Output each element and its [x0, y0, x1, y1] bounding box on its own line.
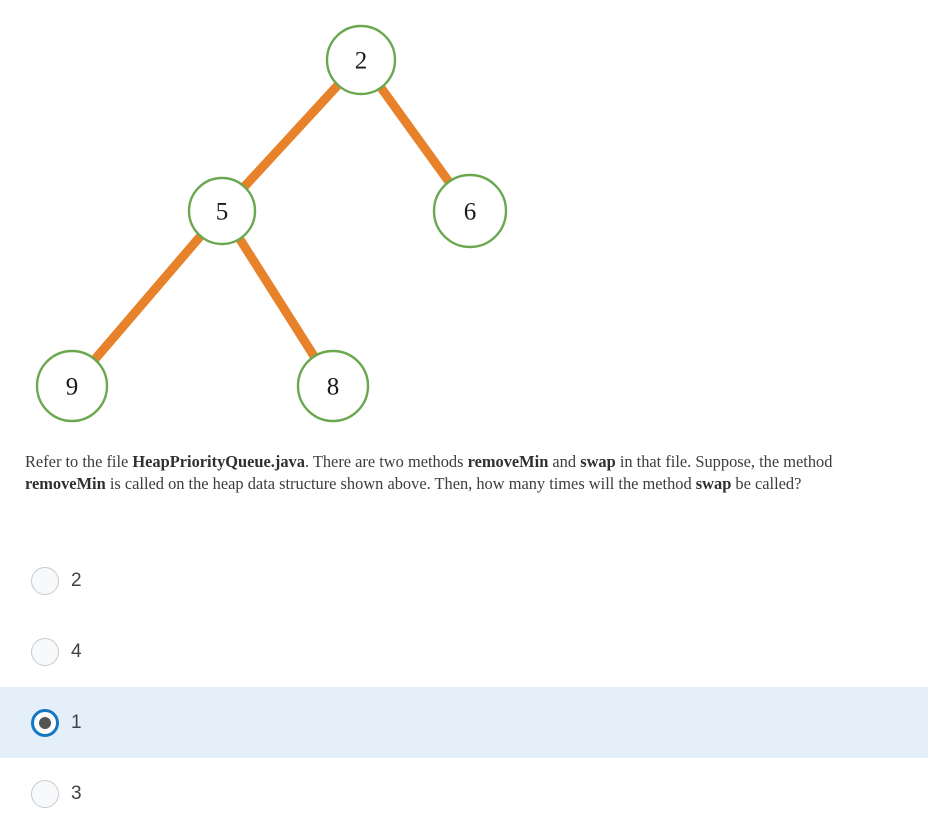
answer-option-label: 4 [71, 641, 82, 662]
answer-options-list: 2 4 1 3 [0, 545, 928, 829]
radio-selected-dot [39, 716, 51, 729]
answer-option-label: 2 [71, 570, 82, 591]
answer-option-1[interactable]: 1 [0, 687, 928, 758]
question-text-run: . There are two methods [304, 452, 468, 471]
answer-option-3[interactable]: 3 [0, 758, 928, 829]
radio-button-3[interactable] [31, 779, 59, 808]
radio-button-4[interactable] [31, 637, 59, 666]
question-emphasis: swap [695, 474, 732, 493]
tree-node-group: 2 5 6 9 8 [35, 24, 508, 423]
question-emphasis: removeMin [467, 452, 549, 471]
tree-node-label-left-left: 9 [66, 374, 79, 401]
tree-node-label-right: 6 [464, 199, 477, 226]
tree-node-circle-left-left [35, 349, 109, 423]
tree-node-left-left: 9 [35, 349, 109, 423]
tree-node-label-root: 2 [355, 48, 368, 75]
tree-edge-root-to-right [376, 84, 454, 186]
answer-option-label: 3 [71, 783, 82, 804]
question-emphasis: HeapPriorityQueue.java [132, 452, 305, 471]
heap-tree-diagram: 2 5 6 9 8 [0, 0, 560, 440]
tree-node-label-left: 5 [216, 199, 229, 226]
tree-node-root: 2 [325, 24, 397, 96]
tree-node-right: 6 [432, 173, 508, 249]
tree-node-circle-left-right [296, 349, 370, 423]
tree-edge-root-to-left [240, 81, 342, 191]
tree-node-label-left-right: 8 [327, 374, 340, 401]
tree-edge-left-to-left-right [235, 235, 319, 360]
question-text-run: is called on the heap data structure sho… [105, 474, 696, 493]
tree-edge-group [90, 81, 454, 364]
question-text-run: Refer to the file [25, 452, 133, 471]
tree-node-left: 5 [187, 176, 257, 246]
question-emphasis: removeMin [25, 474, 106, 493]
tree-node-circle-root [325, 24, 397, 96]
answer-option-label: 1 [71, 712, 82, 733]
tree-edge-left-to-left-left [90, 232, 205, 364]
answer-option-4[interactable]: 4 [0, 616, 928, 687]
question-text-run: and [548, 452, 581, 471]
question-text-run: in that file. Suppose, the method [615, 452, 833, 471]
question-text-run: be called? [731, 474, 802, 493]
tree-node-left-right: 8 [296, 349, 370, 423]
radio-button-2[interactable] [31, 566, 59, 595]
answer-option-2[interactable]: 2 [0, 545, 928, 616]
tree-node-circle-right [432, 173, 508, 249]
tree-node-circle-left [187, 176, 257, 246]
radio-button-1[interactable] [31, 708, 59, 737]
question-prompt-text: Refer to the file HeapPriorityQueue.java… [25, 451, 910, 495]
question-emphasis: swap [580, 452, 616, 471]
heap-tree-svg: 2 5 6 9 8 [35, 24, 508, 423]
